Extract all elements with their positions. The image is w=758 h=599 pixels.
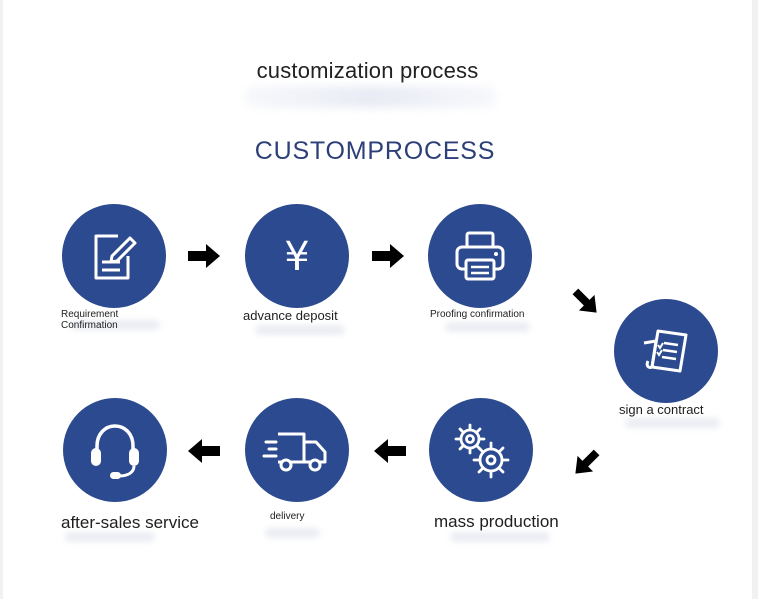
step-mass-production xyxy=(429,398,533,502)
yen-icon: ¥ xyxy=(284,234,309,280)
step-after-sales-service xyxy=(63,398,167,502)
headset-icon xyxy=(91,424,139,479)
printer-icon xyxy=(455,231,505,281)
step-label-mass-production: mass production xyxy=(434,512,559,531)
arrow-down-right-icon xyxy=(572,288,597,313)
step-advance-deposit: ¥ xyxy=(245,204,349,308)
label-underlay xyxy=(265,528,320,538)
label-underlay xyxy=(450,532,550,542)
step-label-line1: Requirement xyxy=(61,309,119,320)
step-label-delivery: delivery xyxy=(270,511,305,522)
step-label-line2: Confirmation xyxy=(61,320,118,331)
label-underlay xyxy=(625,418,720,428)
label-underlay xyxy=(70,320,160,330)
label-underlay xyxy=(255,325,345,335)
title-underlay xyxy=(245,86,497,108)
arrow-left-icon xyxy=(374,439,406,463)
step-sign-contract xyxy=(614,299,718,403)
arrow-right-icon xyxy=(372,244,404,268)
page-frame-right xyxy=(752,0,758,599)
arrow-left-icon xyxy=(188,439,220,463)
svg-text:¥: ¥ xyxy=(284,234,309,280)
step-requirement-confirmation xyxy=(62,204,166,308)
step-label-after-sales: after-sales service xyxy=(61,513,199,532)
step-label-advance-deposit: advance deposit xyxy=(243,308,338,323)
page-title: customization process xyxy=(256,58,479,83)
step-label-proofing: Proofing confirmation xyxy=(430,309,525,320)
truck-icon xyxy=(262,432,327,472)
arrow-down-left-icon xyxy=(575,449,600,474)
step-label-sign-contract: sign a contract xyxy=(619,402,704,417)
step-proofing-confirmation xyxy=(428,204,532,308)
step-delivery xyxy=(245,398,349,502)
label-underlay xyxy=(65,532,155,542)
document-edit-icon xyxy=(94,234,137,280)
contract-icon xyxy=(643,329,688,373)
page-subtitle: CUSTOMPROCESS xyxy=(254,137,496,165)
step-label-requirement: Requirement Confirmation xyxy=(61,309,118,331)
arrow-right-icon xyxy=(188,244,220,268)
page-frame-left xyxy=(0,0,3,599)
gears-icon xyxy=(454,423,510,479)
label-underlay xyxy=(445,322,530,332)
